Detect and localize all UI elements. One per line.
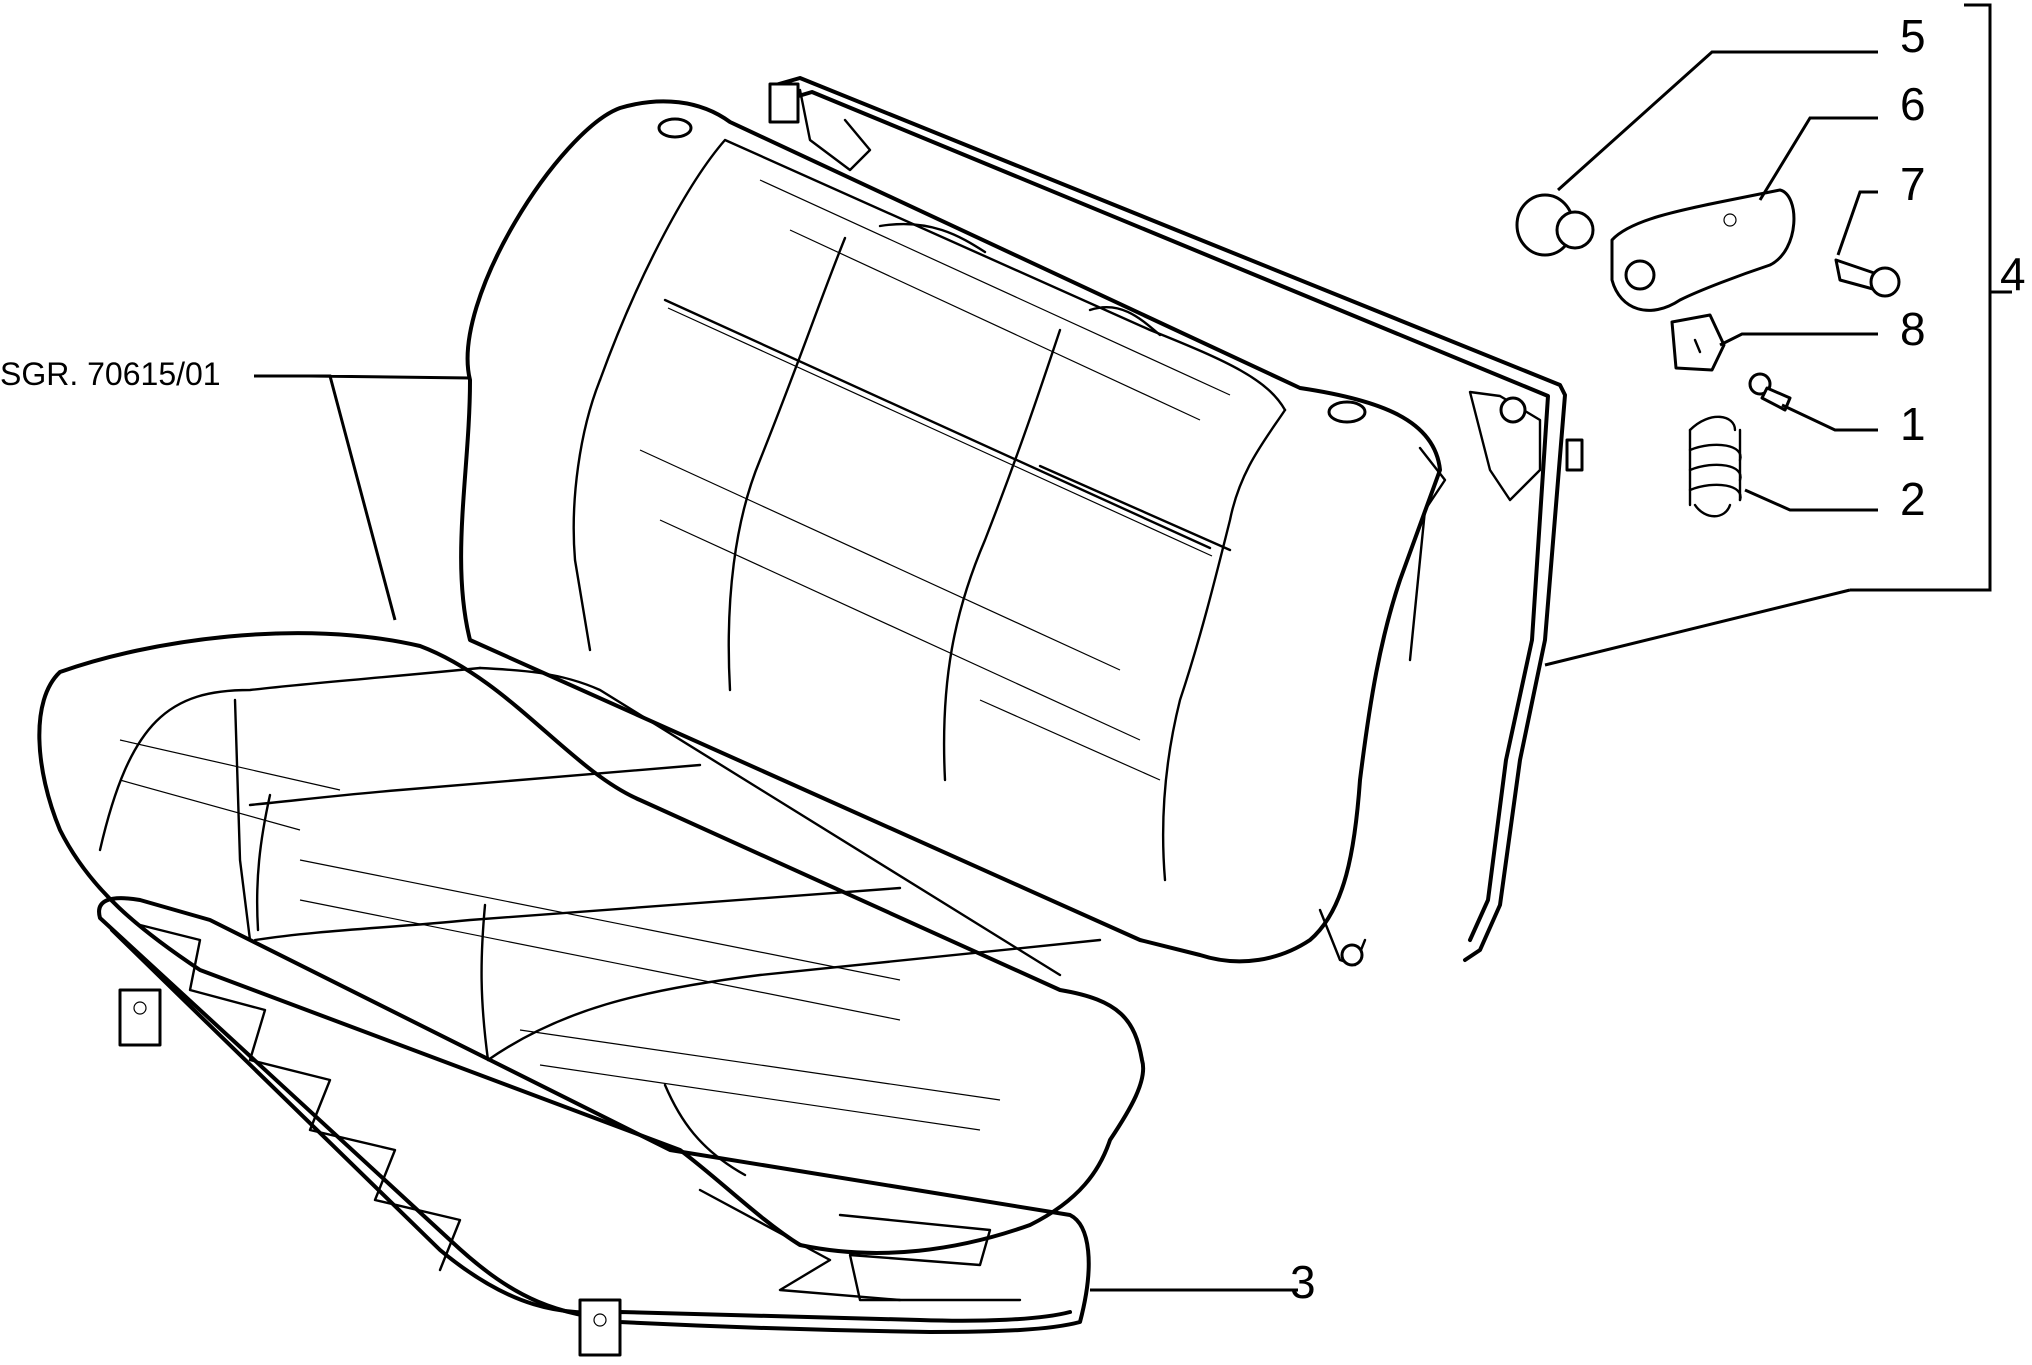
callout-2: 2 (1900, 473, 1926, 525)
part-1-pin (1748, 372, 1792, 412)
callout-5: 5 (1900, 10, 1926, 62)
callout-7: 7 (1900, 158, 1926, 210)
frame-bracket-top-left (768, 82, 800, 124)
seat-frame (97, 896, 1091, 1357)
callout-1: 1 (1900, 398, 1926, 450)
part-5-bushing (1515, 193, 1595, 257)
backrest-cushion (459, 99, 1447, 964)
callout-4: 4 (2000, 248, 2026, 300)
frame-bracket-front (118, 988, 162, 1047)
seat-cushion (37, 631, 1146, 1255)
small-parts (1515, 188, 1901, 518)
frame-bracket-rear (578, 1298, 622, 1357)
part-2-spring (1688, 415, 1742, 518)
part-6-hinge-plate (1610, 188, 1796, 312)
backrest-frame (768, 76, 1584, 967)
callout-labels: 5 6 7 4 8 1 2 3 SGR. 70615/01 (0, 10, 2026, 1308)
part-8-clip (1670, 313, 1726, 372)
leader-lines (254, 3, 2012, 1292)
callout-6: 6 (1900, 78, 1926, 130)
callout-8: 8 (1900, 303, 1926, 355)
part-7-bolt (1834, 258, 1901, 298)
reference-code: SGR. 70615/01 (0, 356, 221, 392)
callout-3: 3 (1290, 1256, 1316, 1308)
frame-hinge-pin (1499, 396, 1527, 424)
